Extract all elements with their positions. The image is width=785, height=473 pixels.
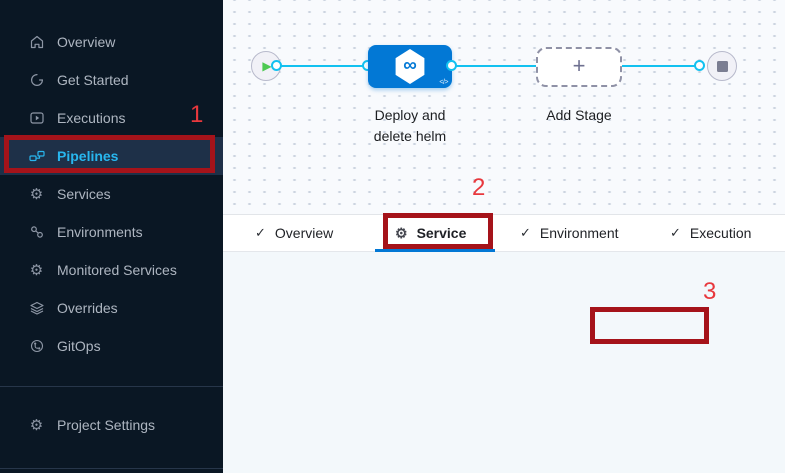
deployment-hexagon-icon: ∞	[395, 49, 425, 84]
sidebar-item-services[interactable]: ⚙ Services	[0, 175, 223, 213]
sidebar: Overview Get Started Executions Pipeline…	[0, 0, 223, 473]
tab-environment[interactable]: ✓ Environment	[520, 225, 619, 241]
sidebar-item-label: Overrides	[57, 300, 118, 316]
sidebar-nav: Overview Get Started Executions Pipeline…	[0, 0, 223, 469]
connector-line	[277, 64, 368, 68]
sidebar-divider	[0, 386, 223, 387]
connector-dot	[446, 60, 457, 71]
sidebar-item-overrides[interactable]: Overrides	[0, 289, 223, 327]
services-gear-icon: ⚙	[29, 185, 44, 203]
connector-dot	[271, 60, 282, 71]
connector-line	[622, 64, 700, 68]
sidebar-item-label: Executions	[57, 110, 126, 126]
tab-service[interactable]: ⚙ Service	[395, 224, 467, 242]
add-stage-label: Add Stage	[546, 107, 612, 123]
pipeline-start-node: ▶	[251, 51, 281, 81]
pipeline-canvas: ▶ ∞ </> + Deploy and delete helm Add Sta…	[223, 0, 785, 214]
tab-overview[interactable]: ✓ Overview	[255, 225, 334, 241]
connector-line	[452, 64, 536, 68]
sidebar-item-project-settings[interactable]: ⚙ Project Settings	[0, 406, 223, 444]
sidebar-item-label: Pipelines	[57, 148, 119, 164]
check-icon: ✓	[520, 225, 531, 240]
sidebar-item-get-started[interactable]: Get Started	[0, 61, 223, 99]
sidebar-item-label: GitOps	[57, 338, 101, 354]
gitops-icon	[28, 338, 45, 355]
sidebar-item-executions[interactable]: Executions	[0, 99, 223, 137]
executions-icon	[28, 110, 45, 127]
sidebar-item-pipelines[interactable]: Pipelines	[0, 137, 223, 175]
main-panel: ▶ ∞ </> + Deploy and delete helm Add Sta…	[223, 0, 785, 473]
pipelines-icon	[28, 148, 45, 165]
add-stage-button[interactable]: +	[536, 47, 622, 87]
home-icon	[28, 34, 45, 51]
sidebar-item-gitops[interactable]: GitOps	[0, 327, 223, 365]
stage-name-label: Deploy and delete helm	[373, 107, 447, 144]
sidebar-divider	[0, 468, 223, 469]
sidebar-item-label: Monitored Services	[57, 262, 177, 278]
sidebar-item-label: Project Settings	[57, 417, 156, 433]
sidebar-item-label: Services	[57, 186, 111, 202]
gear-icon: ⚙	[395, 224, 408, 241]
tab-execution[interactable]: ✓ Execution	[670, 225, 752, 241]
project-settings-gear-icon: ⚙	[29, 416, 44, 434]
check-icon: ✓	[670, 225, 681, 240]
monitored-services-gear-icon: ⚙	[29, 261, 44, 279]
play-icon: ▶	[262, 59, 272, 73]
sidebar-item-label: Environments	[57, 224, 143, 240]
get-started-icon	[28, 72, 45, 89]
stage-node-deploy-and-delete-helm[interactable]: ∞ </>	[368, 45, 452, 88]
sidebar-item-label: Get Started	[57, 72, 129, 88]
stop-icon	[716, 60, 728, 72]
connector-dot	[694, 60, 705, 71]
stage-tabs: ✓ Overview ⚙ Service ✓ Environment ✓ Exe…	[223, 214, 785, 252]
active-tab-indicator	[375, 249, 495, 252]
sidebar-item-environments[interactable]: Environments	[0, 213, 223, 251]
environments-icon	[28, 224, 45, 241]
overrides-layers-icon	[28, 300, 45, 317]
service-form: Select Service i - Select - + Add Servic…	[223, 252, 785, 473]
pipeline-end-node	[707, 51, 737, 81]
sidebar-item-overview[interactable]: Overview	[0, 23, 223, 61]
code-icon: </>	[439, 79, 448, 86]
check-icon: ✓	[255, 225, 266, 240]
sidebar-item-monitored-services[interactable]: ⚙ Monitored Services	[0, 251, 223, 289]
sidebar-item-label: Overview	[57, 34, 116, 50]
plus-icon: +	[572, 53, 586, 78]
